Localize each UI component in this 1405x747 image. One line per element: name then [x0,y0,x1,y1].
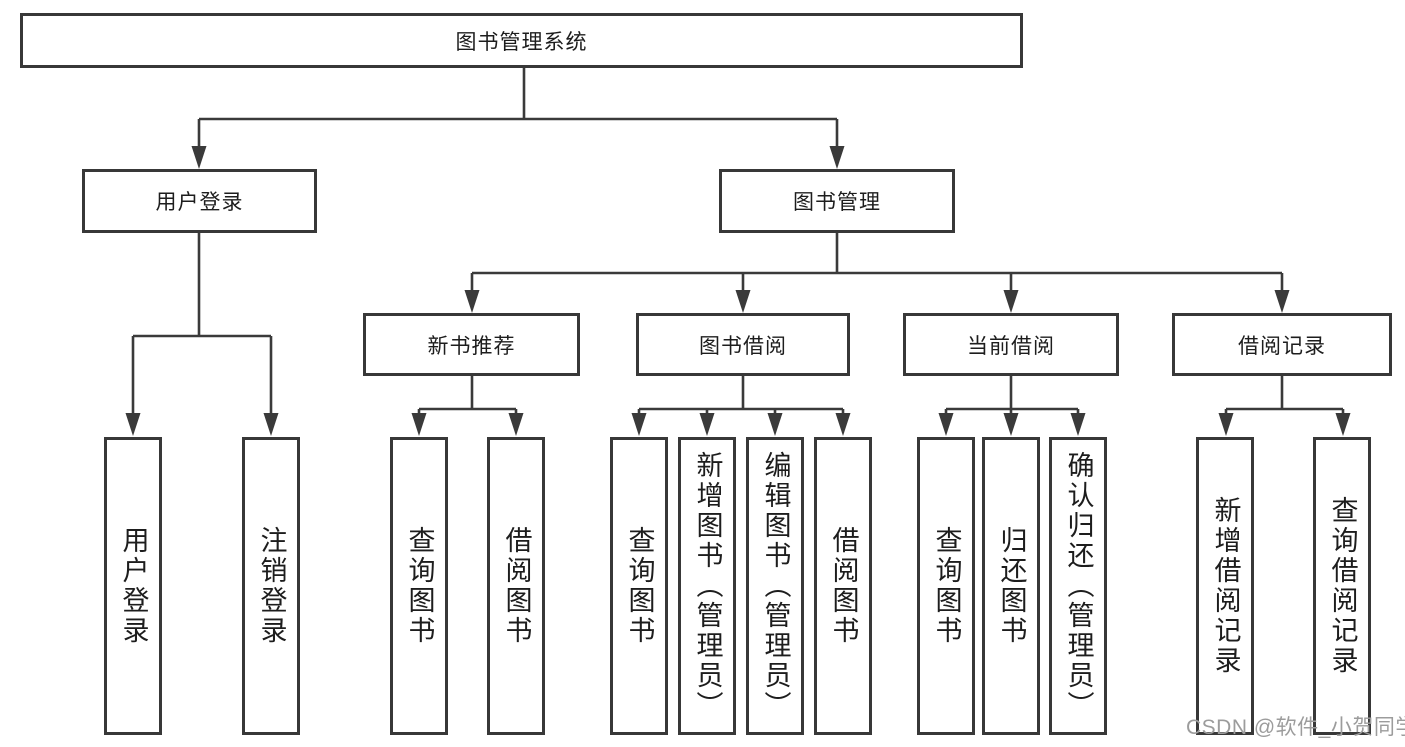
leaf-borrow-books-borrowing: 借阅图书 [814,437,872,735]
node-label: 新书推荐 [427,334,516,358]
arrowheads [125,146,1351,436]
node-label: 注销登录 [256,526,287,646]
node-label: 当前借阅 [967,334,1055,358]
leaf-user-login: 用户登录 [104,437,162,735]
leaf-query-books-borrowing: 查询图书 [610,437,668,735]
leaf-query-books-recommend: 查询图书 [390,437,448,735]
node-book-management-system: 图书管理系统 [20,13,1023,68]
node-label: 图书管理系统 [455,30,588,54]
node-book-borrowing: 图书借阅 [636,313,850,376]
node-label: 查询图书 [404,526,435,646]
node-label: 借阅图书 [828,526,859,646]
node-label: 查询借阅记录 [1327,496,1358,676]
node-label: 新增图书（管理员） [692,451,723,721]
node-label: 借阅图书 [501,526,532,646]
node-label: 图书管理 [793,191,881,214]
node-borrowing-records: 借阅记录 [1172,313,1392,376]
csdn-watermark: CSDN @软件_小贺同学 [1186,716,1405,739]
node-label: 用户登录 [155,191,244,214]
node-label: 借阅记录 [1238,334,1326,358]
leaf-edit-book-admin: 编辑图书（管理员） [746,437,804,735]
node-label: 新增借阅记录 [1210,496,1241,676]
node-label: 归还图书 [996,526,1027,646]
node-label: 确认归还（管理员） [1063,451,1094,721]
node-label: 查询图书 [624,526,655,646]
leaf-return-books: 归还图书 [982,437,1040,735]
leaf-confirm-return-admin: 确认归还（管理员） [1049,437,1107,735]
node-new-book-recommend: 新书推荐 [363,313,580,376]
leaf-add-book-admin: 新增图书（管理员） [678,437,736,735]
node-user-login: 用户登录 [82,169,317,233]
leaf-query-books-current: 查询图书 [917,437,975,735]
node-book-management: 图书管理 [719,169,955,233]
node-current-borrowing: 当前借阅 [903,313,1119,376]
node-label: 图书借阅 [699,334,787,358]
leaf-borrow-books-recommend: 借阅图书 [487,437,545,735]
leaf-query-borrow-record: 查询借阅记录 [1313,437,1371,735]
node-label: 编辑图书（管理员） [760,451,791,721]
leaf-add-borrow-record: 新增借阅记录 [1196,437,1254,735]
leaf-logout: 注销登录 [242,437,300,735]
node-label: 查询图书 [931,526,962,646]
node-label: 用户登录 [118,526,149,646]
